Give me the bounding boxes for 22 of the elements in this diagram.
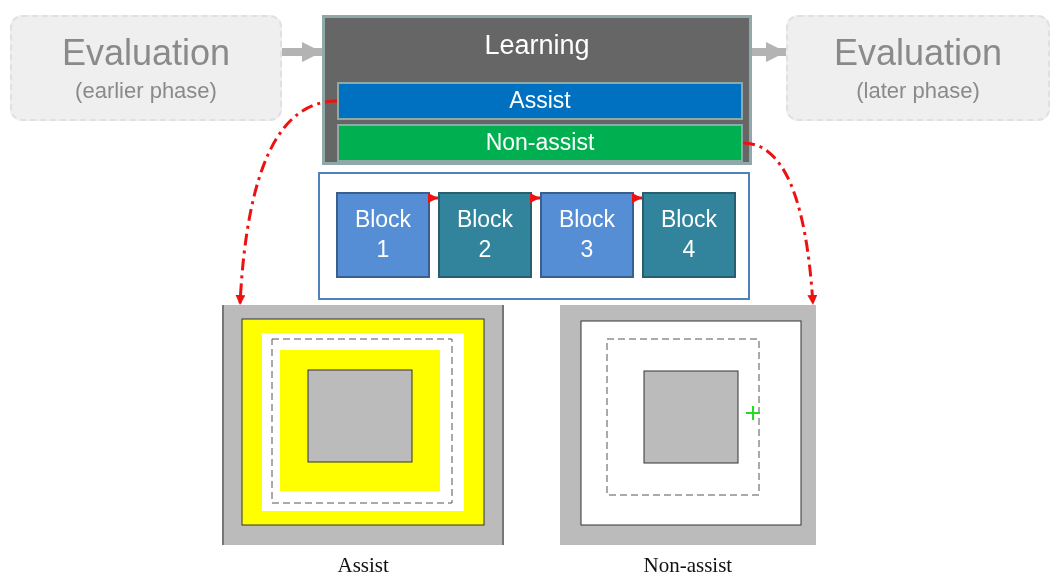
arrow [742, 141, 818, 306]
arrow [282, 42, 322, 63]
track-drawing [560, 305, 816, 545]
condition-bar: Assist [337, 82, 743, 120]
arrow [530, 193, 540, 203]
node-label: Non-assist [643, 553, 733, 578]
faded-stage-box: Evaluation (earlier phase) [10, 15, 282, 121]
track-drawing [222, 305, 504, 545]
arrow [752, 42, 786, 63]
faded-stage-box: Evaluation (later phase) [786, 15, 1050, 121]
arrow [235, 99, 338, 306]
stage-panel [322, 15, 752, 165]
arrow [632, 193, 642, 203]
panel-title: Learning [483, 30, 591, 61]
arrow [428, 193, 438, 203]
blocks-frame [318, 172, 750, 300]
block-box: Block 2 [438, 192, 532, 278]
block-box: Block 1 [336, 192, 430, 278]
condition-bar: Non-assist [337, 124, 743, 162]
node-label: Assist [337, 553, 389, 578]
block-box: Block 3 [540, 192, 634, 278]
block-box: Block 4 [642, 192, 736, 278]
